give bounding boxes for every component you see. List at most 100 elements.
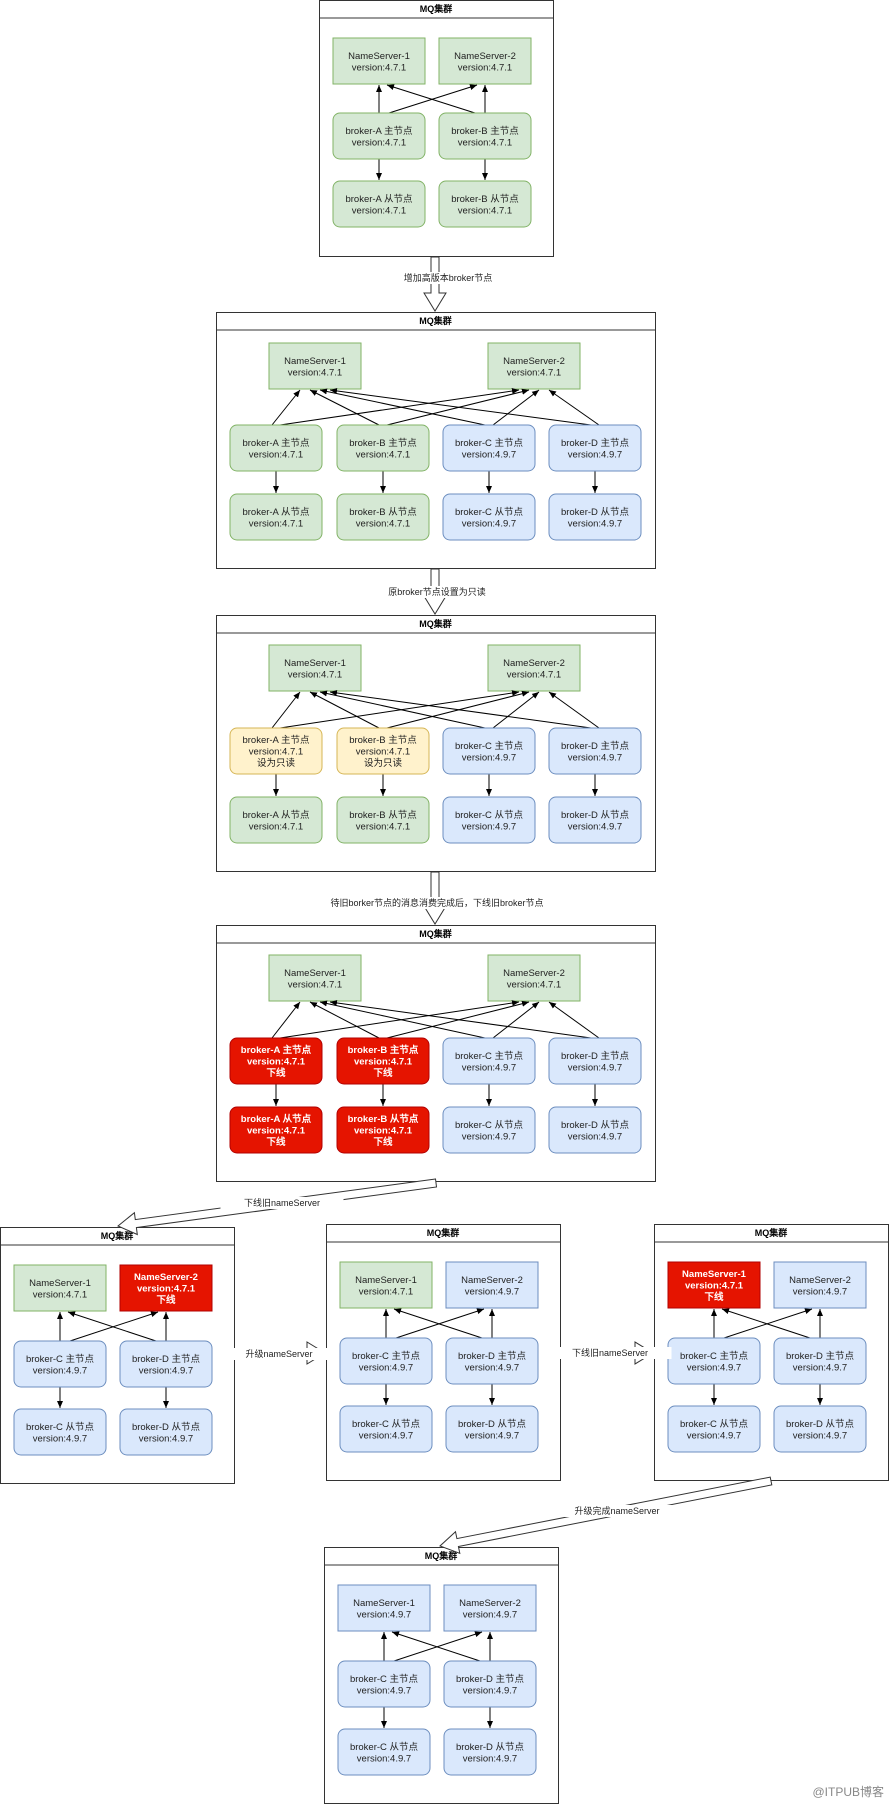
- broker-master-2-label: broker-B 主节点: [348, 1044, 419, 1056]
- stage-4: MQ集群NameServer-1version:4.7.1NameServer-…: [216, 925, 656, 1182]
- transition-5: 升级nameServer: [222, 1341, 336, 1365]
- broker-slave-1-label: version:4.7.1: [249, 518, 303, 529]
- master-nameserver-edge: [329, 689, 592, 729]
- nameserver-2-box: [773, 1261, 867, 1309]
- broker-slave-4-label: broker-D 从节点: [561, 507, 630, 518]
- broker-master-3-label: version:4.9.7: [462, 1062, 516, 1073]
- broker-master-1-label: broker-C 主节点: [26, 1353, 95, 1365]
- broker-master-1-label: 设为只读: [257, 757, 296, 769]
- broker-slave-2-label: broker-B 从节点: [348, 1113, 419, 1125]
- nameserver-2-label: version:4.7.1: [507, 669, 561, 680]
- broker-slave-2-box: [336, 1106, 430, 1154]
- master-nameserver-edge: [329, 387, 592, 426]
- broker-master-1-label: version:4.7.1: [352, 137, 406, 148]
- broker-master-3-label: version:4.9.7: [462, 752, 516, 763]
- broker-master-3-label: broker-C 主节点: [455, 1050, 524, 1062]
- broker-master-1-label: broker-C 主节点: [350, 1673, 419, 1685]
- nameserver-1-label: version:4.7.1: [288, 979, 342, 990]
- watermark-text: @ITPUB博客: [812, 1784, 884, 1799]
- master-nameserver-edge: [319, 690, 486, 729]
- broker-slave-1-box: [667, 1405, 761, 1453]
- broker-master-1-box: [332, 112, 426, 160]
- nameserver-2-label: NameServer-2: [789, 1275, 851, 1286]
- broker-slave-1-box: [229, 796, 323, 844]
- broker-slave-2-label: broker-D 从节点: [458, 1419, 527, 1430]
- broker-slave-2-label: 下线: [373, 1136, 393, 1148]
- broker-master-2-label: version:4.7.1: [458, 137, 512, 148]
- transition-label-bg: [548, 1347, 672, 1359]
- broker-master-4-box: [548, 424, 642, 472]
- transition-arrows: 增加高版本broker节点原broker节点设置为只读待旧borker节点的消息…: [117, 256, 773, 1555]
- transition-7: 升级完成nameServer: [439, 1476, 773, 1555]
- broker-slave-2-label: broker-D 从节点: [786, 1419, 855, 1430]
- stage-edges: [271, 999, 600, 1106]
- master-nameserver-edge: [309, 1001, 380, 1039]
- nameserver-2-label: NameServer-2: [503, 968, 565, 979]
- transition-label: 升级nameServer: [245, 1348, 312, 1359]
- broker-slave-1-label: 下线: [266, 1136, 286, 1148]
- broker-slave-1-label: version:4.9.7: [687, 1430, 741, 1441]
- nameserver-2-label: NameServer-2: [461, 1275, 523, 1286]
- transition-label: 升级完成nameServer: [574, 1505, 659, 1516]
- master-nameserver-edge: [329, 999, 592, 1039]
- broker-master-1-label: version:4.9.7: [359, 1362, 413, 1373]
- broker-master-4-label: version:4.9.7: [568, 752, 622, 763]
- master-nameserver-edge: [67, 1311, 157, 1342]
- broker-slave-4-label: version:4.9.7: [568, 1131, 622, 1142]
- master-nameserver-edge: [548, 1001, 600, 1039]
- nameserver-2-label: version:4.9.7: [463, 1609, 517, 1620]
- broker-slave-2-box: [119, 1408, 213, 1456]
- transition-label: 原broker节点设置为只读: [388, 586, 486, 597]
- nameserver-1-box: [13, 1264, 107, 1312]
- master-nameserver-edge: [393, 1308, 483, 1339]
- broker-master-2-box: [438, 112, 532, 160]
- broker-master-2-label: version:4.7.1: [354, 1057, 413, 1068]
- nameserver-1-label: NameServer-1: [355, 1275, 417, 1286]
- broker-master-4-box: [548, 727, 642, 775]
- master-nameserver-edge: [69, 1311, 159, 1342]
- broker-master-3-box: [442, 1037, 536, 1085]
- stage-title: MQ集群: [419, 315, 452, 326]
- broker-master-2-label: broker-D 主节点: [458, 1350, 527, 1362]
- broker-slave-3-label: broker-C 从节点: [455, 1120, 524, 1131]
- broker-master-2-label: broker-B 主节点: [349, 734, 417, 746]
- broker-master-1-label: broker-A 主节点: [241, 1044, 312, 1056]
- broker-slave-3-label: version:4.9.7: [462, 821, 516, 832]
- broker-slave-1-label: version:4.7.1: [352, 205, 406, 216]
- nameserver-1-label: version:4.7.1: [33, 1289, 87, 1300]
- master-nameserver-edge: [492, 691, 540, 729]
- broker-slave-1-label: broker-C 从节点: [350, 1742, 419, 1753]
- transition-6: 下线旧nameServer: [548, 1341, 672, 1365]
- stage-edges: [711, 1308, 823, 1405]
- broker-slave-3-label: broker-C 从节点: [455, 507, 524, 518]
- broker-master-1-label: version:4.9.7: [357, 1685, 411, 1696]
- nameserver-1-box: [667, 1261, 761, 1309]
- master-nameserver-edge: [395, 1308, 485, 1339]
- broker-slave-2-label: broker-D 从节点: [132, 1422, 201, 1433]
- nameserver-1-label: version:4.9.7: [357, 1609, 411, 1620]
- nameserver-1-label: 下线: [704, 1291, 724, 1303]
- stage-6: MQ集群NameServer-1version:4.7.1NameServer-…: [326, 1224, 561, 1481]
- broker-slave-2-label: version:4.7.1: [458, 205, 512, 216]
- master-nameserver-edge: [271, 1001, 301, 1039]
- stage-1: MQ集群NameServer-1version:4.7.1NameServer-…: [319, 0, 554, 257]
- master-nameserver-edge: [492, 389, 540, 426]
- nameserver-1-label: NameServer-1: [284, 658, 346, 669]
